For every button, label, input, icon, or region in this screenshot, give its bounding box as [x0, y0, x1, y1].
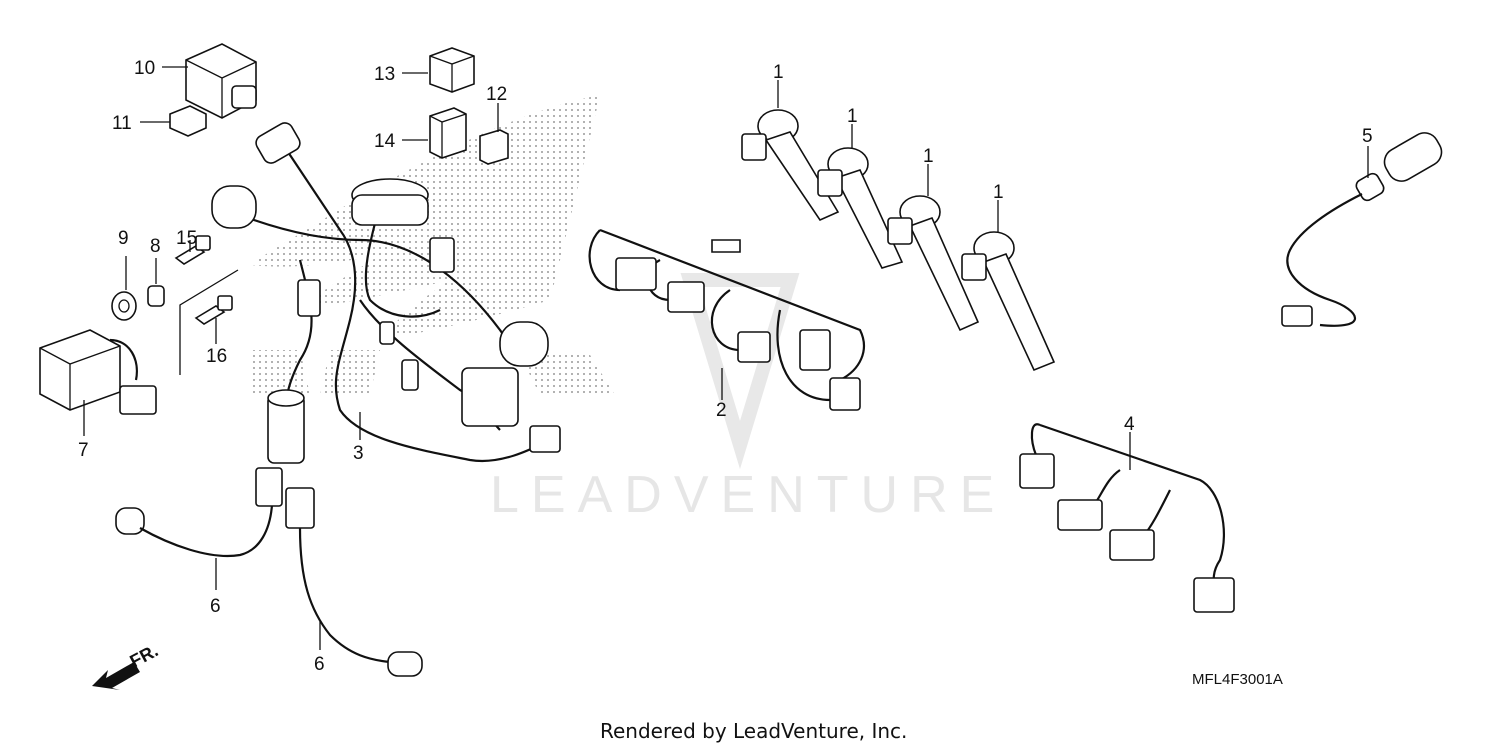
callout-11: 11	[112, 113, 132, 134]
hardware-guide-line	[179, 269, 239, 375]
callout-14: 14	[374, 131, 396, 152]
leader-lines	[83, 66, 1369, 650]
callout-1-a: 1	[773, 62, 784, 83]
callout-1-b: 1	[847, 106, 858, 127]
callout-12: 12	[486, 84, 507, 105]
callout-15: 15	[176, 228, 197, 249]
callout-2: 2	[716, 400, 727, 421]
part-14-relay-holder	[429, 107, 467, 159]
callout-10: 10	[134, 58, 155, 79]
callout-7: 7	[78, 440, 89, 461]
callout-13: 13	[374, 64, 395, 85]
part-3-main-harness	[211, 122, 561, 464]
callout-1-c: 1	[923, 146, 934, 167]
watermark-text: LEADVENTURE	[490, 466, 1006, 524]
callout-6-lower: 6	[314, 654, 325, 675]
part-12-connector	[479, 129, 509, 165]
part-6-sensor-lead-b	[285, 487, 423, 677]
part-7-control-unit	[39, 329, 157, 415]
callout-8: 8	[150, 236, 161, 257]
part-2-sub-harness	[588, 228, 865, 411]
part-13-relay	[429, 47, 475, 93]
part-10-unit	[185, 43, 257, 119]
callout-3: 3	[353, 443, 364, 464]
callout-16: 16	[206, 346, 227, 367]
callout-4: 4	[1124, 414, 1135, 435]
watermark-logo: LEADVENTURE	[490, 273, 1006, 524]
callout-6-upper: 6	[210, 596, 221, 617]
part-4-sub-harness	[1019, 423, 1235, 613]
footer-credit: Rendered by LeadVenture, Inc.	[600, 719, 907, 743]
part-15-bolt	[174, 235, 211, 265]
part-5-sensor	[1281, 132, 1443, 327]
callout-9: 9	[118, 228, 129, 249]
part-1-ignition-coil-b	[817, 147, 904, 269]
part-8-collar	[147, 285, 165, 307]
part-1-ignition-coil-d	[961, 231, 1056, 372]
part-9-grommet	[111, 291, 137, 321]
part-11-cap	[169, 105, 207, 137]
callout-labels: 10 11 13 12 14 15 8 9 16 7 3 6 6 2 1 1 1…	[78, 58, 1373, 675]
front-direction-arrow-icon: FR.	[92, 640, 161, 690]
part-1-ignition-coil-c	[887, 195, 980, 332]
part-6-sensor-lead-a	[115, 467, 283, 557]
part-1-ignition-coil-a	[741, 109, 840, 222]
part-16-bolt	[194, 295, 233, 325]
diagram-code: MFL4F3001A	[1192, 671, 1283, 688]
callout-1-d: 1	[993, 182, 1004, 203]
callout-5: 5	[1362, 126, 1373, 147]
